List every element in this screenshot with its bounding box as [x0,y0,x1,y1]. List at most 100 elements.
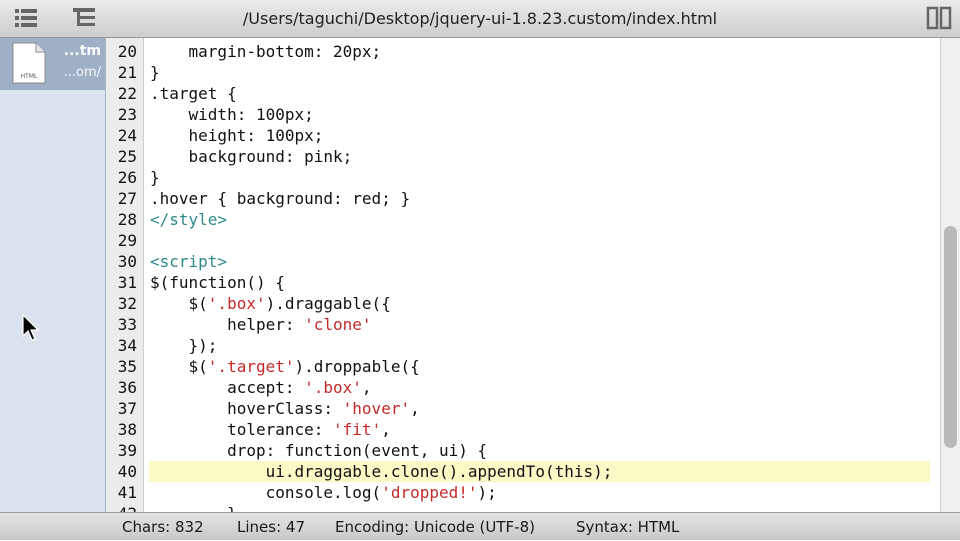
code-line[interactable]: 20 margin-bottom: 20px; [106,41,940,62]
code-token: drop: function(event, ui) { [150,441,488,460]
code-line[interactable]: 33 helper: 'clone' [106,314,940,335]
line-text: .target { [149,83,930,104]
sidebar-file-item[interactable]: HTML ...tm ...om/ [0,38,105,90]
line-text: accept: '.box', [149,377,930,398]
code-line[interactable]: 23 width: 100px; [106,104,940,125]
line-number: 31 [117,273,137,292]
code-token: , [410,399,420,418]
code-line[interactable]: 34 }); [106,335,940,356]
code-line[interactable]: 22 .target { [106,83,940,104]
status-syntax[interactable]: Syntax: HTML [576,518,680,536]
html-file-icon: HTML [12,42,46,84]
line-text: drop: function(event, ui) { [149,440,930,461]
line-text: background: pink; [149,146,930,167]
code-token: $( [150,294,208,313]
line-text: $('.target').droppable({ [149,356,930,377]
line-number: 26 [117,168,137,187]
status-bar: Chars: 832 Lines: 47 Encoding: Unicode (… [0,512,960,540]
code-line[interactable]: 29 [106,230,940,251]
line-number: 36 [117,378,137,397]
code-line[interactable]: 38 tolerance: 'fit', [106,419,940,440]
line-number: 38 [117,420,137,439]
code-token: console.log( [150,483,382,502]
code-token: .target { [150,84,237,103]
code-line[interactable]: 36 accept: '.box', [106,377,940,398]
code-line[interactable]: 35 $('.target').droppable({ [106,356,940,377]
line-number: 25 [117,147,137,166]
line-number: 32 [117,294,137,313]
code-line[interactable]: 26} [106,167,940,188]
split-view-button[interactable] [922,3,956,33]
line-number: 24 [117,126,137,145]
code-token: ).draggable({ [265,294,391,313]
code-token: tolerance: [150,420,334,439]
tree-view-button[interactable] [64,3,104,33]
code-line[interactable]: 25 background: pink; [106,146,940,167]
code-token: $(function() { [150,273,285,292]
code-line[interactable]: 31 $(function() { [106,272,940,293]
code-token: , [381,420,391,439]
code-token: .hover { background: red; } [150,189,411,208]
scrollbar-thumb[interactable] [944,226,957,448]
line-number: 27 [117,189,137,208]
line-number: 21 [117,63,137,82]
line-number: 35 [117,357,137,376]
line-text: </style> [149,209,930,230]
code-token: ).droppable({ [294,357,420,376]
line-text: } [149,167,930,188]
code-line[interactable]: 39 drop: function(event, ui) { [106,440,940,461]
code-token: ); [477,483,497,502]
split-view-icon [926,6,952,30]
line-number: 39 [117,441,137,460]
code-string-token: '.box' [207,294,266,313]
code-line[interactable]: 21} [106,62,940,83]
window-title: /Users/taguchi/Desktop/jquery-ui-1.8.23.… [242,9,718,28]
code-token: } [150,504,237,512]
line-number-gutter [106,38,144,512]
line-text: } [149,62,930,83]
line-number: 42 [106,503,137,512]
status-encoding[interactable]: Encoding: Unicode (UTF-8) [335,518,535,536]
code-editor[interactable]: 20 margin-bottom: 20px;21}22.target {23 … [106,38,940,512]
title-bar: /Users/taguchi/Desktop/jquery-ui-1.8.23.… [0,0,960,38]
code-string-token: 'clone' [304,315,372,334]
code-token: width: 100px; [150,105,314,124]
code-line[interactable]: 40 ui.draggable.clone().appendTo(this); [106,461,940,482]
line-number: 30 [117,252,137,271]
code-line[interactable]: 42 } [106,503,940,512]
code-string-token: 'fit' [333,420,382,439]
code-string-token: 'dropped!' [381,483,478,502]
code-token: helper: [150,315,305,334]
code-line[interactable]: 32 $('.box').draggable({ [106,293,940,314]
list-icon [15,9,37,27]
line-text: .hover { background: red; } [149,188,930,209]
vertical-scrollbar[interactable] [940,38,960,512]
line-text: hoverClass: 'hover', [149,398,930,419]
list-view-button[interactable] [6,3,46,33]
code-tag-token: </style> [150,210,228,229]
code-line[interactable]: 37 hoverClass: 'hover', [106,398,940,419]
code-line[interactable]: 30 <script> [106,251,940,272]
code-line[interactable]: 24 height: 100px; [106,125,940,146]
line-text: $('.box').draggable({ [149,293,930,314]
code-line[interactable]: 41 console.log('dropped!'); [106,482,940,503]
line-text: tolerance: 'fit', [149,419,930,440]
line-text: height: 100px; [149,125,930,146]
status-lines: Lines: 47 [237,518,305,536]
line-number: 22 [117,84,137,103]
line-text: <script> [149,251,930,272]
code-line[interactable]: 27 .hover { background: red; } [106,188,940,209]
line-text [149,230,930,251]
code-token: } [150,63,160,82]
status-chars: Chars: 832 [122,518,204,536]
code-token: background: pink; [150,147,353,166]
line-number: 23 [117,105,137,124]
code-token: $( [150,357,208,376]
line-text: width: 100px; [149,104,930,125]
line-number: 33 [117,315,137,334]
code-line[interactable]: 28</style> [106,209,940,230]
code-token: ui.draggable.clone().appendTo(this); [150,462,613,481]
line-text: }); [149,335,930,356]
line-text: console.log('dropped!'); [149,482,930,503]
code-lines: 20 margin-bottom: 20px;21}22.target {23 … [106,41,940,512]
